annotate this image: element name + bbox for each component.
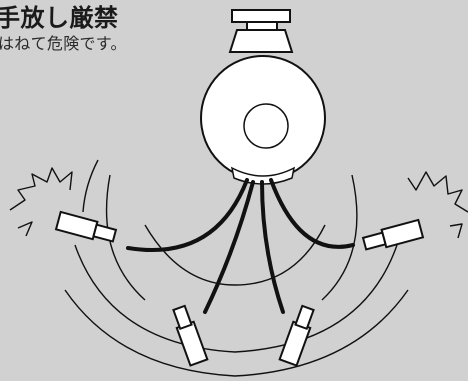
plug-bottom-right-cap (294, 304, 315, 331)
reel-center-cap (243, 103, 289, 149)
cord-left (126, 178, 249, 253)
reel-neck (228, 29, 294, 53)
motion-arc-outer (74, 244, 398, 353)
warning-description: はねて危険です。 (0, 34, 127, 53)
impact-mark-right (407, 171, 468, 213)
motion-arc-far-outer (64, 289, 409, 377)
plug-left-cap (92, 223, 118, 243)
impact-marks (9, 167, 468, 239)
warning-title: 手放し厳禁 (0, 4, 119, 32)
reel-body (200, 9, 326, 185)
plug-right-cap (361, 231, 387, 251)
cord-bottom-left (203, 180, 255, 314)
plug-right (361, 218, 425, 251)
plug-bottom-right (278, 304, 315, 367)
cord-right (269, 178, 355, 249)
motion-arc-top-left (82, 159, 99, 213)
motion-arcs (64, 159, 409, 377)
impact-mark-right-lower (449, 223, 463, 239)
plug-right-body (380, 218, 425, 249)
plug-left-body (54, 210, 99, 241)
plug-bottom-left (172, 304, 209, 367)
plug-bottom-left-cap (172, 304, 193, 331)
impact-mark-left (9, 167, 73, 211)
plug-left (54, 210, 118, 243)
cords (126, 178, 355, 314)
reel-handle (231, 9, 291, 23)
cord-bottom-right (260, 180, 285, 314)
impact-mark-left-lower (17, 221, 33, 237)
motion-arc-left-middle (105, 174, 146, 301)
motion-arc-right-middle (321, 174, 358, 301)
motion-arc-inner (144, 224, 326, 286)
